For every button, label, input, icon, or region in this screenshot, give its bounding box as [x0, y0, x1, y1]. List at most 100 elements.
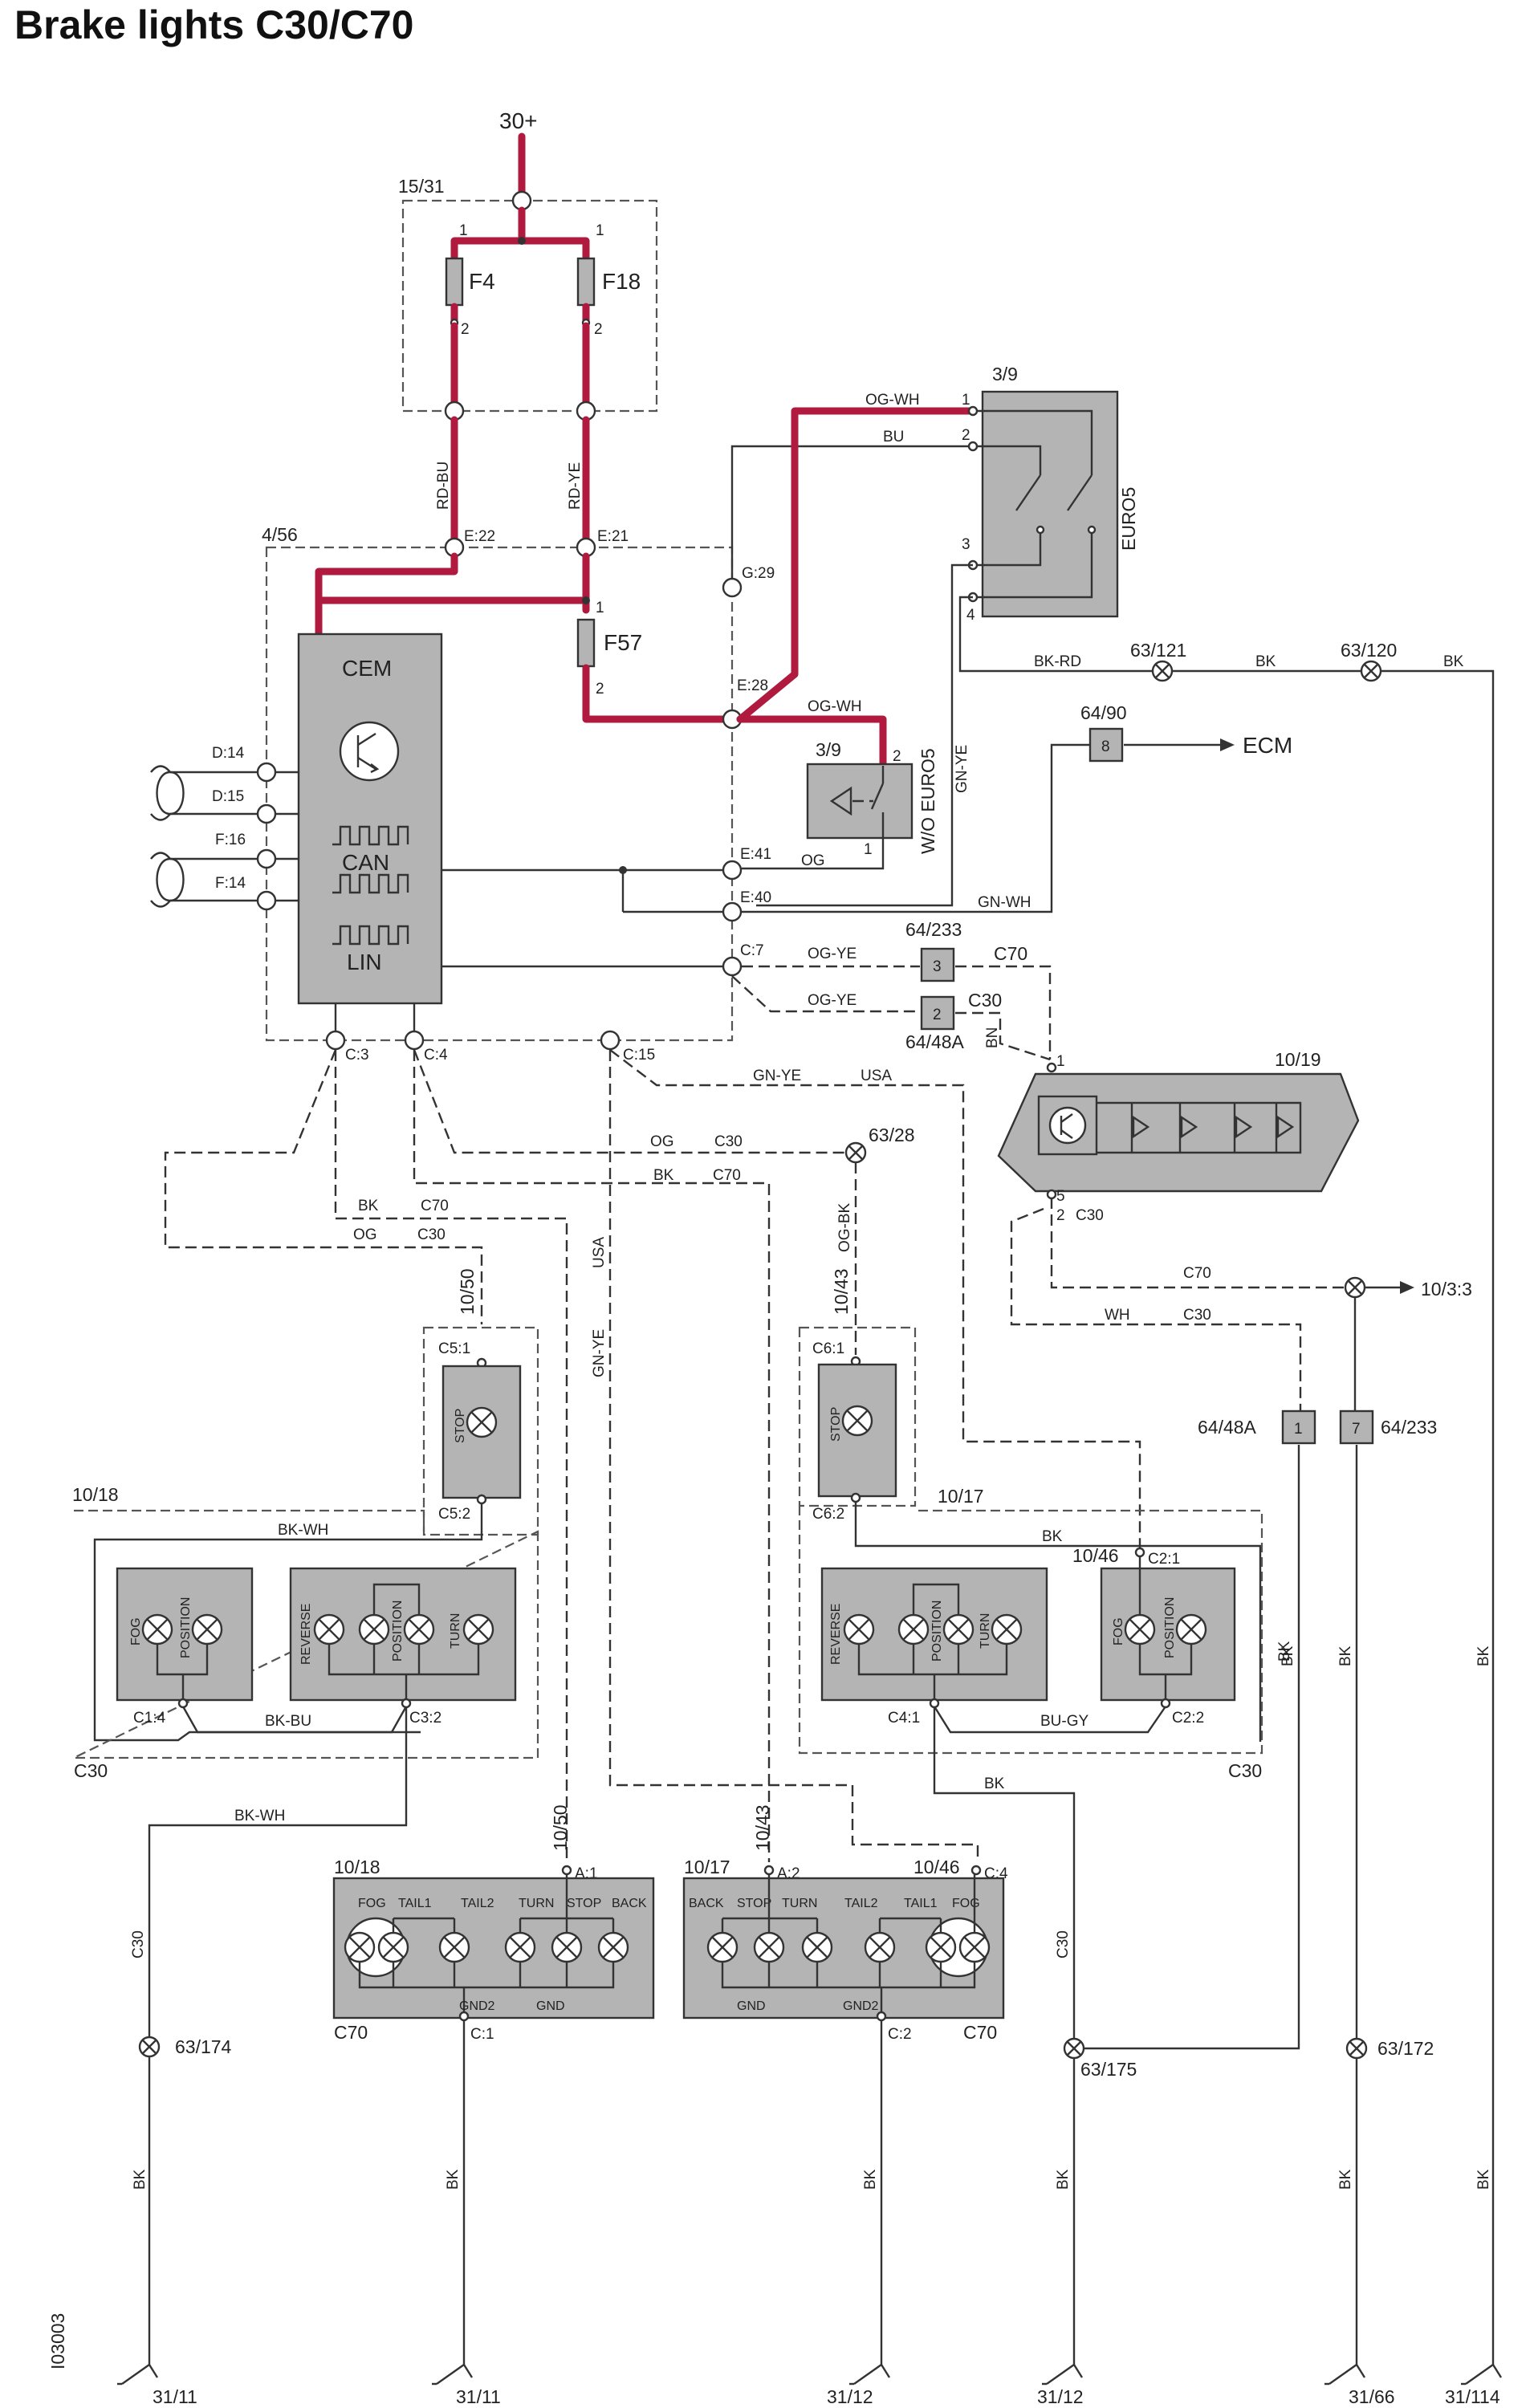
svg-text:BK-BU: BK-BU	[265, 1713, 311, 1730]
svg-text:STOP: STOP	[567, 1897, 601, 1910]
can-bus-pins: D:14 D:15 F:16 F:14	[150, 745, 299, 911]
svg-text:C:3: C:3	[345, 1047, 369, 1064]
svg-text:BK: BK	[984, 1775, 1005, 1792]
svg-text:BU: BU	[883, 429, 904, 445]
svg-text:C30: C30	[417, 1226, 446, 1243]
svg-text:BK: BK	[1255, 653, 1276, 670]
ground-31-11-b	[430, 2363, 474, 2386]
hmsl-driver-icon	[1048, 1106, 1087, 1145]
svg-text:BN: BN	[984, 1027, 1001, 1048]
svg-text:F4: F4	[469, 269, 495, 294]
svg-text:64/48A: 64/48A	[1198, 1417, 1257, 1438]
svg-text:BK: BK	[1337, 1645, 1354, 1666]
svg-text:31/66: 31/66	[1349, 2386, 1395, 2407]
svg-text:F18: F18	[602, 269, 641, 294]
svg-text:GND: GND	[536, 1999, 565, 2013]
svg-text:C1:4: C1:4	[133, 1710, 166, 1727]
svg-text:BK: BK	[1443, 653, 1464, 670]
brake-switch-euro5: 3/9 1 2 3 4 EURO5	[962, 364, 1139, 624]
wire-rd-bu: RD-BU	[435, 462, 452, 510]
svg-text:C4:1: C4:1	[888, 1710, 920, 1727]
svg-text:2: 2	[596, 681, 604, 698]
svg-text:REVERSE: REVERSE	[829, 1604, 843, 1665]
svg-text:3: 3	[933, 958, 942, 975]
svg-text:BK: BK	[1276, 1641, 1293, 1662]
svg-text:7: 7	[1352, 1421, 1361, 1438]
svg-text:REVERSE: REVERSE	[299, 1604, 313, 1665]
svg-text:1: 1	[1056, 1053, 1065, 1070]
fuse-box-label: 15/31	[398, 176, 445, 197]
page-title: Brake lights C30/C70	[14, 2, 414, 47]
doc-id: I03003	[47, 2313, 68, 2369]
svg-text:OG-YE: OG-YE	[808, 946, 857, 962]
svg-text:C30: C30	[714, 1133, 743, 1150]
svg-text:USA: USA	[591, 1237, 608, 1268]
cem-transistor-icon	[339, 721, 400, 782]
svg-text:BACK: BACK	[689, 1897, 724, 1910]
svg-text:BK: BK	[1055, 2169, 1072, 2190]
svg-text:OG: OG	[801, 852, 825, 869]
brake-switch-wo-euro5: 3/9 2 1 W/O EURO5	[806, 739, 938, 858]
splice-c70-right	[1344, 1276, 1366, 1299]
svg-text:64/233: 64/233	[1381, 1417, 1437, 1438]
svg-text:5: 5	[1056, 1188, 1065, 1205]
svg-text:C30: C30	[1183, 1307, 1211, 1324]
svg-text:F:14: F:14	[215, 875, 246, 892]
svg-text:TURN: TURN	[449, 1613, 462, 1649]
svg-text:C30: C30	[1055, 1930, 1072, 1959]
svg-text:1: 1	[459, 222, 468, 239]
connector-64-48a-right	[1281, 1409, 1316, 1445]
svg-text:E:28: E:28	[737, 677, 768, 694]
svg-text:C2:2: C2:2	[1172, 1710, 1204, 1727]
svg-text:STOP: STOP	[737, 1897, 771, 1910]
svg-text:OG: OG	[353, 1226, 377, 1243]
svg-text:STOP: STOP	[454, 1409, 467, 1443]
wire-rd-ye: RD-YE	[567, 462, 584, 510]
svg-text:POSITION: POSITION	[179, 1597, 193, 1658]
ground-31-12-b	[1040, 2363, 1084, 2386]
svg-text:BK: BK	[1280, 1645, 1296, 1666]
svg-text:C:1: C:1	[470, 2026, 494, 2043]
svg-text:G:29: G:29	[742, 565, 775, 582]
fuse-f18	[576, 257, 596, 307]
splice-63-175	[1063, 2037, 1085, 2060]
ground-31-66	[1323, 2363, 1366, 2386]
svg-text:BK-WH: BK-WH	[234, 1808, 285, 1824]
svg-text:BK: BK	[862, 2169, 879, 2190]
svg-text:CAN: CAN	[342, 850, 389, 875]
svg-text:BK: BK	[1475, 1645, 1492, 1666]
svg-text:63/172: 63/172	[1377, 2038, 1434, 2059]
svg-text:31/12: 31/12	[1037, 2386, 1084, 2407]
svg-text:63/120: 63/120	[1341, 640, 1397, 661]
svg-text:10/43: 10/43	[831, 1268, 852, 1315]
svg-text:31/11: 31/11	[456, 2386, 501, 2407]
splice-63-28	[844, 1141, 867, 1164]
svg-text:EURO5: EURO5	[1118, 487, 1139, 551]
svg-text:C70: C70	[421, 1198, 449, 1214]
svg-text:1: 1	[1294, 1421, 1303, 1438]
svg-text:W/O EURO5: W/O EURO5	[918, 748, 938, 854]
svg-text:C5:1: C5:1	[438, 1340, 470, 1357]
svg-text:C70: C70	[713, 1167, 741, 1184]
svg-text:10/46: 10/46	[1072, 1545, 1119, 1566]
svg-text:TAIL2: TAIL2	[461, 1897, 494, 1910]
svg-text:C30: C30	[130, 1930, 147, 1959]
svg-text:10/17: 10/17	[938, 1486, 984, 1507]
cem-module: 4/56 E:22 E:21 1 F57 2 CEM CAN LIN	[150, 524, 775, 1064]
svg-text:C:2: C:2	[888, 2026, 912, 2043]
cem-id: 4/56	[262, 524, 298, 545]
svg-text:3/9: 3/9	[992, 364, 1018, 384]
svg-text:BU-GY: BU-GY	[1040, 1713, 1089, 1730]
lin-waveform	[332, 925, 409, 946]
right-c30-stop-lamp: 10/43 C6:1 STOP C6:2	[798, 1268, 917, 1523]
svg-text:8: 8	[1101, 738, 1110, 755]
svg-text:BK: BK	[1042, 1528, 1063, 1545]
svg-text:E:40: E:40	[740, 889, 771, 906]
high-mount-stop-lamp: 10/19 1 5 2 C30	[997, 1049, 1360, 1224]
svg-text:FOG: FOG	[1112, 1617, 1125, 1645]
svg-text:TURN: TURN	[519, 1897, 554, 1910]
can-waveform-bottom	[332, 873, 409, 894]
svg-text:C30: C30	[1228, 1760, 1262, 1781]
connector-64-233	[920, 947, 955, 982]
svg-text:BK: BK	[1475, 2169, 1492, 2190]
